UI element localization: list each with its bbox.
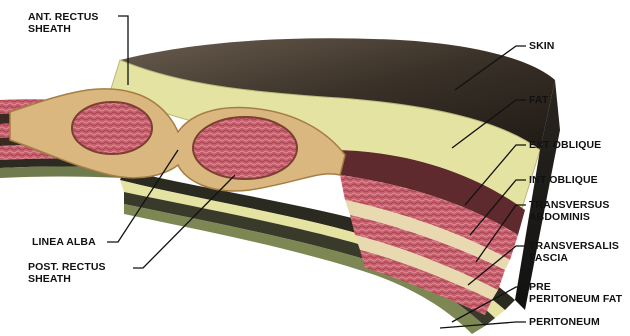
label-linea-alba: LINEA ALBA — [32, 236, 96, 248]
rectus-muscle-right — [193, 117, 297, 179]
label-fat: FAT — [529, 94, 548, 106]
label-post-rectus-sheath-line1: POST. RECTUS — [28, 261, 106, 273]
label-post-rectus-sheath-line2: SHEATH — [28, 273, 106, 285]
label-transversus-line2: ABDOMINIS — [529, 211, 609, 223]
label-int-oblique: INT OBLIQUE — [529, 174, 598, 186]
label-ext-oblique-text: EXT OBLIQUE — [529, 139, 601, 151]
label-ant-rectus-sheath-line1: ANT. RECTUS — [28, 11, 99, 23]
label-skin: SKIN — [529, 40, 555, 52]
label-transversalis-line1: TRANSVERSALIS — [529, 240, 619, 252]
label-linea-alba-text: LINEA ALBA — [32, 236, 96, 248]
label-peritoneum-text: PERITONEUM — [529, 316, 600, 328]
label-transversus-line1: TRANSVERSUS — [529, 199, 609, 211]
label-transversus-abdominis: TRANSVERSUS ABDOMINIS — [529, 199, 609, 223]
label-transversalis-line2: FASCIA — [529, 252, 619, 264]
label-transversalis-fascia: TRANSVERSALIS FASCIA — [529, 240, 619, 264]
label-skin-text: SKIN — [529, 40, 555, 52]
label-peritoneum: PERITONEUM — [529, 316, 600, 328]
label-post-rectus-sheath: POST. RECTUS SHEATH — [28, 261, 106, 285]
label-ext-oblique: EXT OBLIQUE — [529, 139, 601, 151]
label-fat-text: FAT — [529, 94, 548, 106]
label-pre-peritoneum-line2: PERITONEUM FAT — [529, 293, 622, 305]
label-pre-peritoneum-line1: PRE — [529, 281, 622, 293]
label-ant-rectus-sheath-line2: SHEATH — [28, 23, 99, 35]
rectus-muscle-left — [72, 102, 152, 154]
label-int-oblique-text: INT OBLIQUE — [529, 174, 598, 186]
label-ant-rectus-sheath: ANT. RECTUS SHEATH — [28, 11, 99, 35]
label-pre-peritoneum-fat: PRE PERITONEUM FAT — [529, 281, 622, 305]
